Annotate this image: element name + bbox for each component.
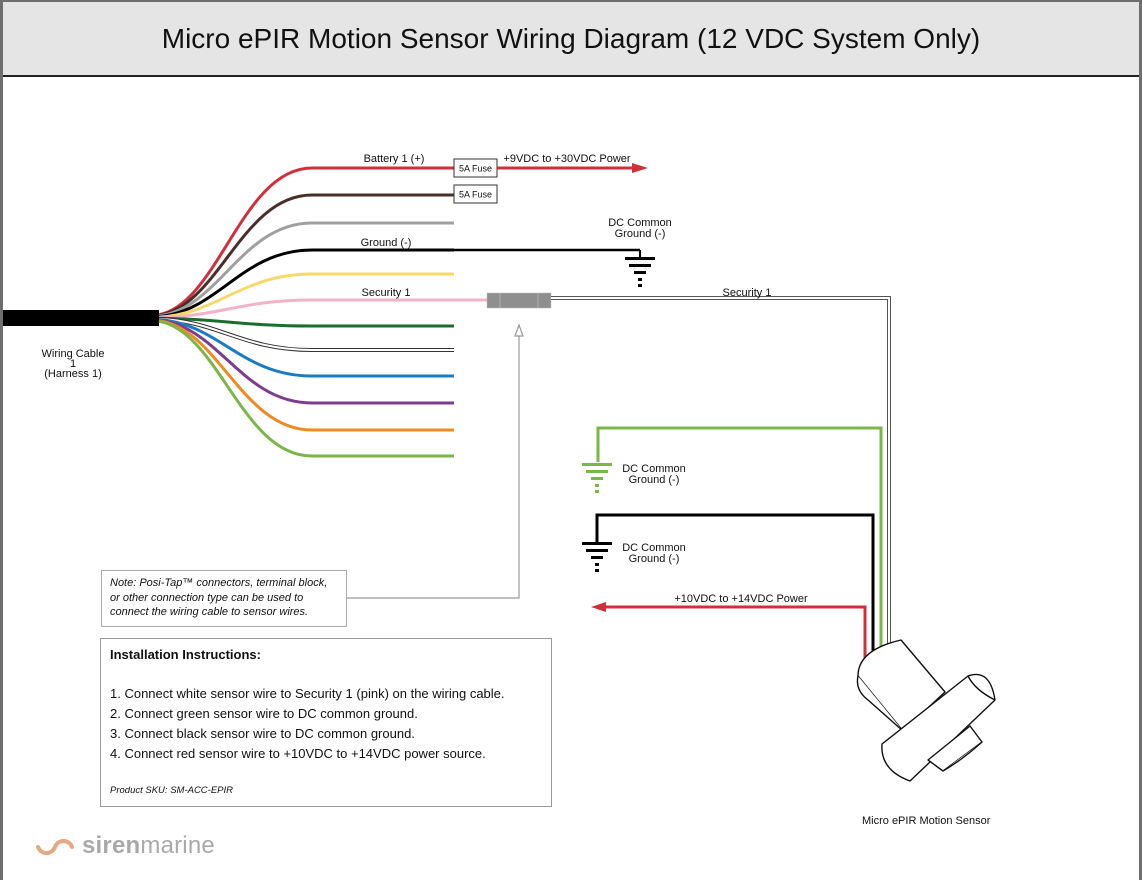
page-title: Micro ePIR Motion Sensor Wiring Diagram …	[161, 22, 981, 54]
wire-label-ground: Ground (-)	[361, 237, 412, 249]
power-in-label: +9VDC to +30VDC Power	[503, 153, 631, 165]
wire-dark-green	[158, 316, 454, 328]
instruction-step: 4. Connect red sensor wire to +10VDC to …	[110, 746, 486, 761]
instruction-step: 3. Connect black sensor wire to DC commo…	[110, 726, 415, 741]
sensor-green-wire	[596, 426, 883, 660]
wire-brown	[158, 193, 454, 317]
wire-red	[158, 166, 454, 317]
fuse-2: 5A Fuse	[453, 184, 498, 204]
instruction-step: 1. Connect white sensor wire to Security…	[110, 686, 505, 701]
wire-harness	[158, 166, 487, 458]
wire-purple	[158, 318, 454, 405]
ground-top-label-line1: DC Common	[608, 217, 672, 229]
motion-sensor-icon	[856, 639, 996, 782]
ground-symbol-top-icon	[625, 250, 655, 287]
fuse-2-label: 5A Fuse	[459, 190, 492, 200]
wire-yellow	[158, 272, 454, 319]
wire-orange	[158, 319, 454, 432]
cable-label-line2: (Harness 1)	[44, 368, 102, 380]
connector-note: Note: Posi-Tap™ connectors, terminal blo…	[101, 570, 347, 627]
security-run-wire	[551, 296, 891, 660]
ground-black-label-line2: Ground (-)	[629, 553, 680, 565]
logo-light: marine	[140, 832, 215, 859]
wire-blue	[158, 318, 454, 378]
cable-label: Wiring Cable 1 (Harness 1)	[40, 348, 106, 380]
siren-marine-logo: sirenmarine	[34, 830, 215, 862]
wiring-cable	[3, 310, 159, 326]
instruction-step: 2. Connect green sensor wire to DC commo…	[110, 706, 418, 721]
ground-black-label-line1: DC Common	[622, 542, 686, 554]
ground-symbol-green-icon	[582, 463, 612, 493]
product-sku: Product SKU: SM-ACC-EPIR	[110, 785, 233, 796]
ground-green-label-line1: DC Common	[622, 463, 686, 475]
ground-symbol-black-icon	[582, 542, 612, 572]
siren-logo-icon	[36, 839, 74, 855]
ground-top-label-line2: Ground (-)	[615, 228, 666, 240]
wire-gray	[158, 221, 454, 318]
instructions-title: Installation Instructions:	[110, 647, 261, 662]
posi-tap-connector	[486, 292, 552, 309]
fuse-1: 5A Fuse	[453, 158, 498, 178]
wire-pink	[158, 298, 487, 320]
wire-label-security: Security 1	[362, 287, 411, 299]
power-in-arrow-icon	[632, 163, 648, 173]
sensor-label: Micro ePIR Motion Sensor	[862, 815, 991, 827]
power-sensor-label: +10VDC to +14VDC Power	[674, 593, 808, 605]
wire-white	[158, 317, 454, 351]
security-run-label: Security 1	[723, 287, 772, 299]
logo-wordmark: sirenmarine	[82, 832, 215, 860]
installation-instructions: Installation Instructions: 1. Connect wh…	[100, 638, 552, 807]
cable-label-line1: Wiring Cable 1	[41, 348, 105, 370]
note-arrow-icon	[514, 323, 524, 337]
wire-label-battery: Battery 1 (+)	[364, 153, 425, 165]
wire-light-green	[158, 319, 454, 458]
logo-bold: siren	[82, 832, 141, 859]
ground-green-label-line2: Ground (-)	[629, 474, 680, 486]
wire-black	[158, 248, 454, 318]
fuse-1-label: 5A Fuse	[459, 164, 492, 174]
sensor-black-wire	[595, 513, 875, 660]
sensor-red-wire	[603, 605, 867, 660]
note-leader	[347, 323, 524, 599]
power-sensor-arrow-icon	[591, 602, 606, 612]
title-bar: Micro ePIR Motion Sensor Wiring Diagram …	[3, 2, 1139, 77]
